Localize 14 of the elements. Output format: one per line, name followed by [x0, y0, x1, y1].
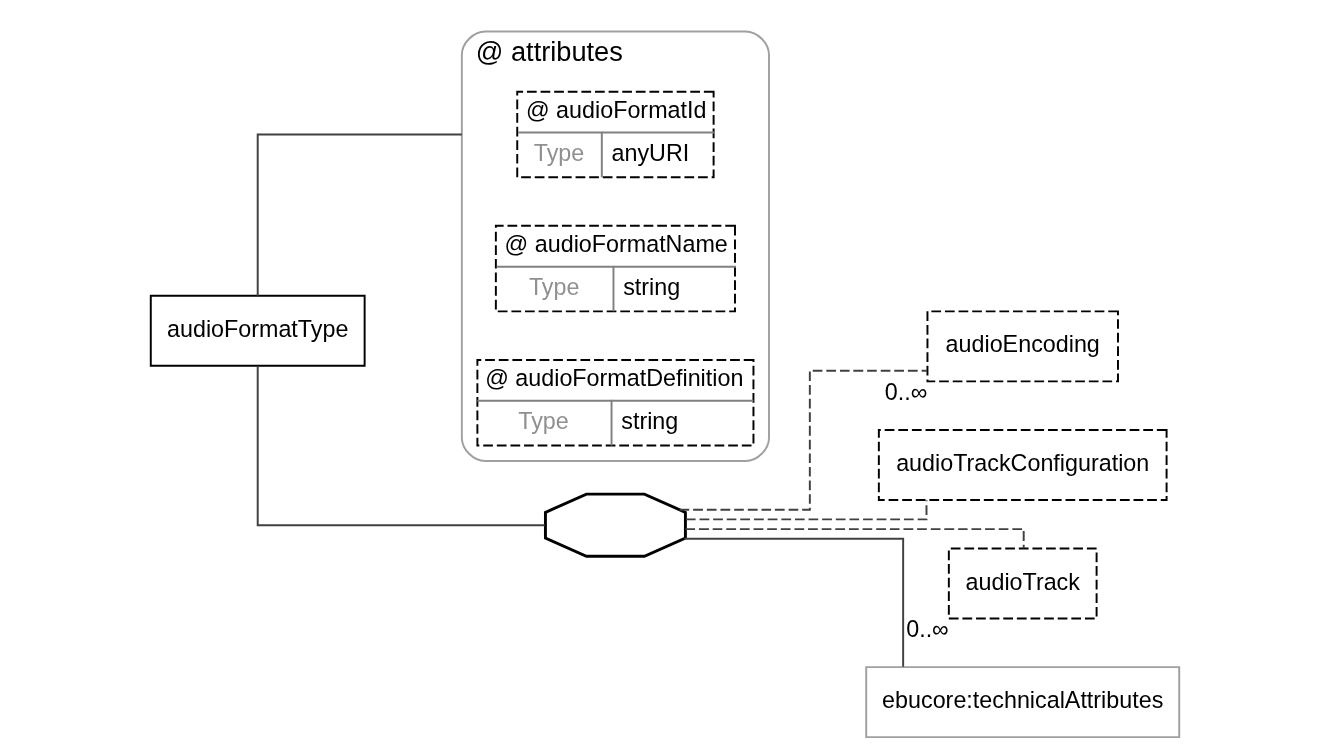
- node-label: 0..∞: [906, 616, 949, 643]
- connector: [683, 537, 905, 668]
- connector: [678, 369, 928, 511]
- node-box: ebucore:technicalAttributes: [865, 666, 1181, 739]
- node-box: audioFormatType: [149, 294, 366, 367]
- connector: [256, 365, 546, 527]
- connector: [256, 133, 463, 297]
- node-box: audioTrackConfiguration: [877, 429, 1168, 501]
- node-box: audioTrack: [947, 547, 1098, 620]
- node-octagon: [544, 492, 687, 558]
- node-label: 0..∞: [884, 379, 928, 406]
- connector: [685, 499, 928, 521]
- node-box: audioEncoding: [926, 310, 1119, 383]
- connector: [684, 528, 1025, 550]
